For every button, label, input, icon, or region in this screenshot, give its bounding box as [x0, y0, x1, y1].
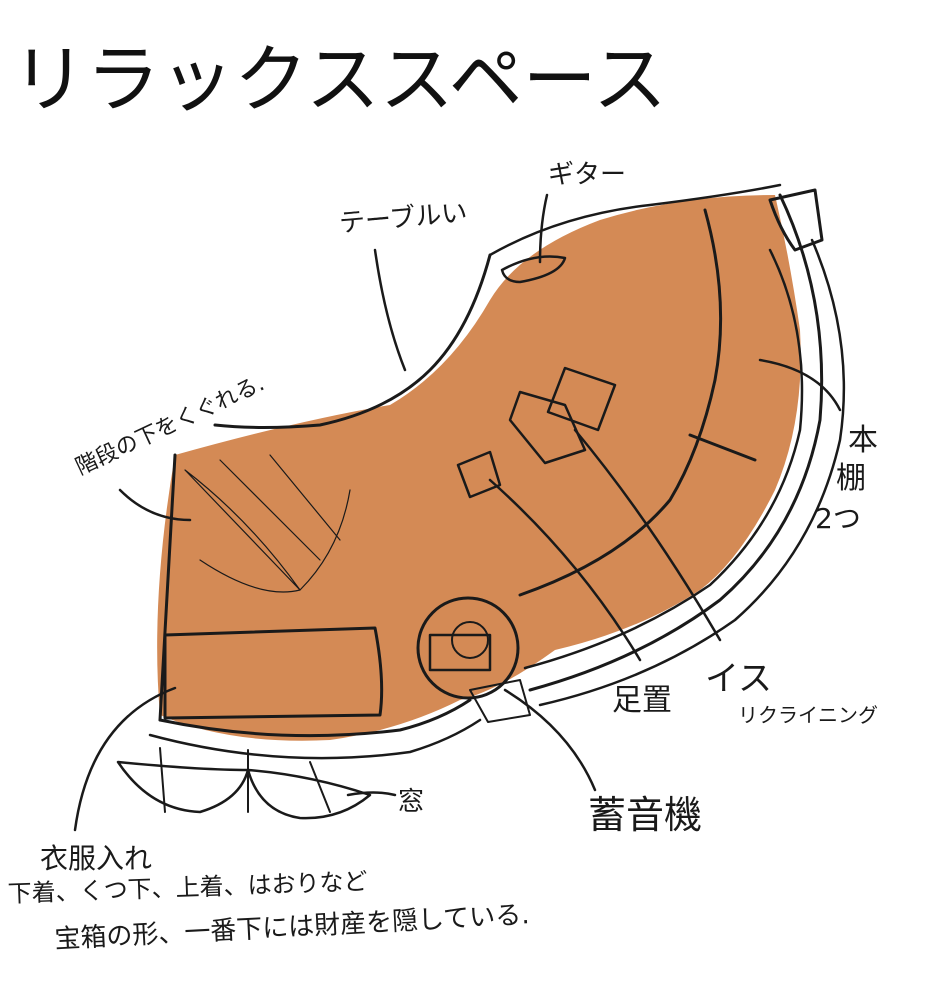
top-wall	[488, 183, 782, 257]
gramophone-stand	[469, 679, 531, 723]
leader-footrest	[488, 478, 642, 662]
floor-area	[157, 195, 801, 741]
left-wall	[158, 453, 177, 722]
footrest-shape	[456, 450, 502, 499]
leader-gramophone	[503, 688, 597, 792]
label-guitar: ギター	[548, 160, 626, 190]
page-title: リラックススペース	[12, 37, 667, 123]
label-footrest: 足置	[612, 683, 672, 718]
label-chair-note: リクライニング	[738, 703, 878, 727]
label-bookshelf-3: 2つ	[815, 502, 861, 535]
chair-seat	[508, 390, 587, 465]
label-window: 窓	[398, 787, 424, 817]
label-bookshelf-1: 本	[848, 423, 878, 458]
bookshelf-divider	[688, 433, 757, 462]
bottom-wall	[158, 698, 472, 738]
leader-stairs	[118, 488, 192, 522]
window-divider-1	[159, 747, 166, 813]
leader-chair	[573, 428, 722, 642]
clothes-chest	[163, 626, 384, 720]
label-gramophone: 蓄音機	[588, 793, 702, 837]
label-clothes-title: 衣服入れ	[40, 842, 152, 875]
label-table: テーブルい	[338, 198, 469, 239]
outer-wall-outer-edge	[538, 238, 846, 707]
outer-wall-inner-edge	[523, 248, 804, 670]
chair-back	[546, 366, 617, 432]
bottom-wall-outer	[148, 718, 482, 760]
gramophone-base	[416, 596, 520, 700]
label-clothes-note: 宝箱の形、一番下には財産を隠している.	[54, 900, 530, 955]
window-right	[246, 768, 372, 820]
leader-guitar	[538, 193, 549, 264]
label-chair: イス	[705, 659, 772, 699]
window-left	[116, 760, 250, 814]
gramophone-box	[428, 633, 492, 672]
guitar-shape	[500, 255, 567, 284]
window-divider-3	[309, 761, 331, 813]
leader-window	[346, 791, 397, 797]
leader-table	[373, 248, 407, 372]
label-bookshelf-2: 棚	[836, 461, 866, 496]
table-edge	[213, 253, 492, 429]
bookshelf-inner-line	[518, 208, 723, 597]
gramophone-record	[451, 621, 489, 659]
top-end-cap	[768, 188, 824, 252]
stairs-lines	[184, 454, 351, 593]
leader-clothes	[73, 686, 177, 832]
leader-bookshelf	[758, 358, 842, 412]
